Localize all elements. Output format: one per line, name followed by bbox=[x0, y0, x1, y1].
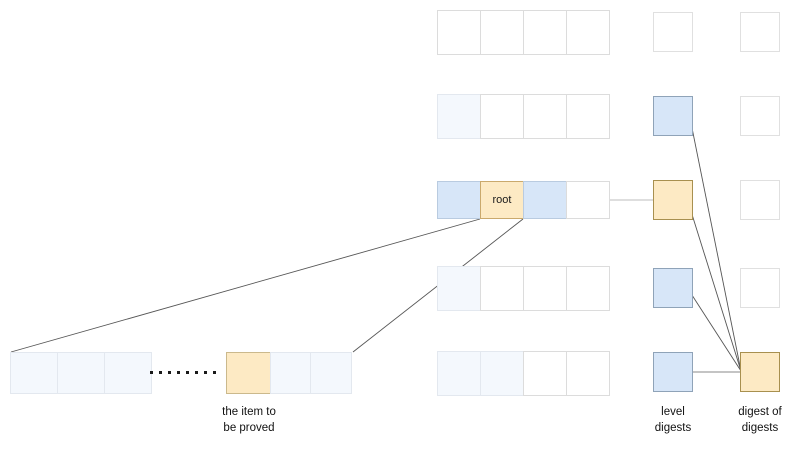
ellipsis-dot bbox=[195, 371, 198, 374]
digest-line-level-3 bbox=[689, 207, 742, 372]
level-cell[interactable] bbox=[480, 266, 524, 311]
ellipsis-dot bbox=[186, 371, 189, 374]
level-cell[interactable] bbox=[437, 10, 481, 55]
level-cell[interactable] bbox=[566, 10, 610, 55]
digest-of-digests-slot-2[interactable] bbox=[740, 96, 780, 136]
level-row-1 bbox=[437, 10, 610, 55]
leaf-cell[interactable] bbox=[104, 352, 152, 394]
level-cell[interactable] bbox=[523, 94, 567, 139]
caption-item-to-be-proved: the item to be proved bbox=[222, 406, 276, 434]
digest-line-level-2 bbox=[689, 117, 742, 372]
level-cell[interactable] bbox=[480, 10, 524, 55]
digest-of-digests-box[interactable] bbox=[740, 352, 780, 392]
level-cell[interactable] bbox=[566, 351, 610, 396]
level-row-5 bbox=[437, 351, 610, 396]
ellipsis-dot bbox=[168, 371, 171, 374]
ellipsis-dot bbox=[177, 371, 180, 374]
level-digest-2[interactable] bbox=[653, 96, 693, 136]
leaf-cell[interactable] bbox=[310, 352, 352, 394]
expanded-leaf-row-left bbox=[10, 352, 152, 394]
level-cell[interactable] bbox=[437, 351, 481, 396]
level-cell[interactable] bbox=[437, 181, 481, 219]
leaf-cell[interactable] bbox=[10, 352, 58, 394]
level-cell[interactable] bbox=[566, 94, 610, 139]
level-cell[interactable] bbox=[523, 10, 567, 55]
caption-level-digests: level digests bbox=[654, 406, 692, 434]
level-digest-1[interactable] bbox=[653, 12, 693, 52]
level-cell[interactable] bbox=[566, 181, 610, 219]
caption-digest-of-digests: digest of digests bbox=[738, 406, 782, 434]
level-row-4 bbox=[437, 266, 610, 311]
digest-of-digests-slot-1[interactable] bbox=[740, 12, 780, 52]
level-cell[interactable] bbox=[566, 266, 610, 311]
ellipsis-dot bbox=[213, 371, 216, 374]
level-cell[interactable] bbox=[523, 181, 567, 219]
leaf-cell[interactable] bbox=[57, 352, 105, 394]
expanded-leaf-row-right bbox=[226, 352, 352, 394]
level-cell[interactable] bbox=[523, 266, 567, 311]
digest-of-digests-slot-4[interactable] bbox=[740, 268, 780, 308]
level-cell[interactable] bbox=[480, 351, 524, 396]
ellipsis-dots bbox=[150, 371, 216, 374]
root-cell[interactable]: root bbox=[480, 181, 524, 219]
digest-of-digests-slot-3[interactable] bbox=[740, 180, 780, 220]
level-digest-3[interactable] bbox=[653, 180, 693, 220]
projection-line-left bbox=[10, 218, 481, 353]
level-digest-5[interactable] bbox=[653, 352, 693, 392]
level-row-2 bbox=[437, 94, 610, 139]
level-digest-4[interactable] bbox=[653, 268, 693, 308]
level-row-3-root: root bbox=[437, 181, 610, 219]
digest-line-level-4 bbox=[689, 291, 742, 372]
ellipsis-dot bbox=[204, 371, 207, 374]
item-to-be-proved-cell[interactable] bbox=[226, 352, 271, 394]
level-cell[interactable] bbox=[523, 351, 567, 396]
ellipsis-dot bbox=[150, 371, 153, 374]
ellipsis-dot bbox=[159, 371, 162, 374]
level-cell[interactable] bbox=[437, 266, 481, 311]
level-cell[interactable] bbox=[437, 94, 481, 139]
level-cell[interactable] bbox=[480, 94, 524, 139]
leaf-cell[interactable] bbox=[270, 352, 311, 394]
